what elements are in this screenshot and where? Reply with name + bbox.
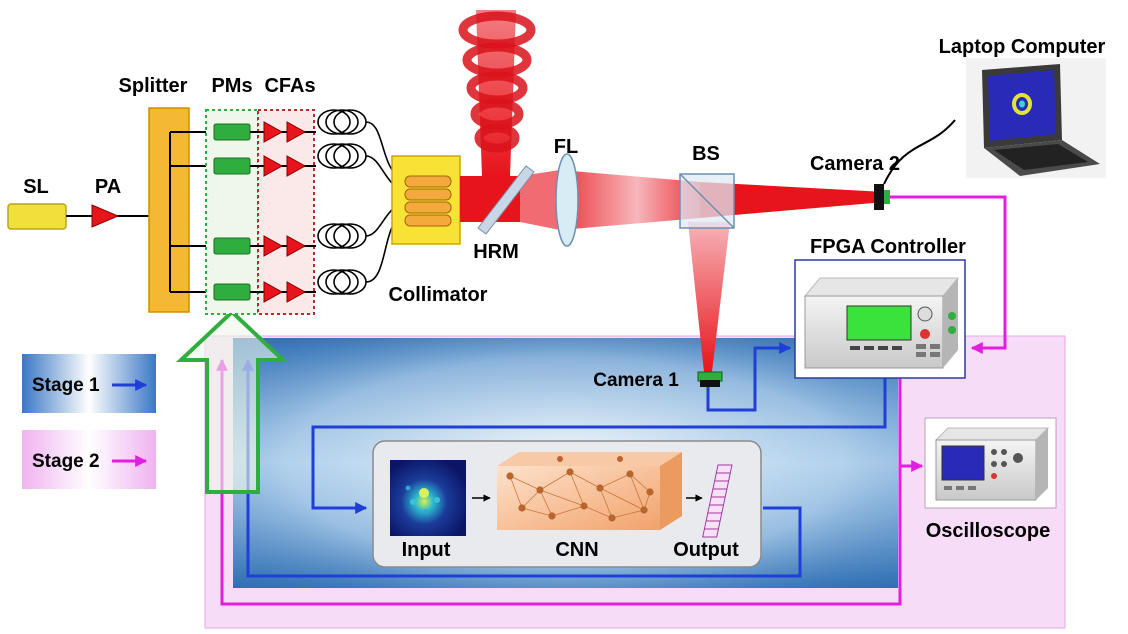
laptop-icon bbox=[966, 58, 1106, 178]
stage1-signal-path bbox=[242, 342, 887, 578]
input-label: Input bbox=[402, 539, 451, 561]
camera1-label: Camera 1 bbox=[593, 370, 679, 391]
cnn-panel: Input CNN Output bbox=[372, 440, 762, 568]
cnn-network-icon bbox=[497, 452, 682, 530]
splitter-label: Splitter bbox=[119, 75, 188, 97]
oscilloscope-label: Oscilloscope bbox=[926, 520, 1051, 542]
collimator bbox=[391, 155, 461, 245]
hrm-mirror bbox=[477, 165, 535, 235]
hrm-label: HRM bbox=[473, 241, 519, 263]
legend-stage2-label: Stage 2 bbox=[32, 451, 100, 472]
fpga-label: FPGA Controller bbox=[810, 236, 966, 258]
preamp-triangle bbox=[91, 204, 120, 228]
fiber-amplifiers bbox=[250, 109, 316, 315]
legend-stage2: Stage 2 bbox=[22, 430, 156, 489]
vortex-helix-icon bbox=[458, 11, 536, 153]
collimator-label: Collimator bbox=[389, 284, 488, 306]
output-vector-icon bbox=[702, 464, 733, 538]
oscilloscope-icon bbox=[924, 417, 1057, 509]
camera2-device bbox=[874, 184, 890, 210]
feedback-arrow bbox=[175, 309, 289, 494]
cnn-label: CNN bbox=[555, 539, 598, 561]
sl-label: SL bbox=[23, 176, 49, 198]
pa-label: PA bbox=[95, 176, 121, 198]
camera1-device bbox=[697, 371, 723, 387]
seed-laser bbox=[7, 203, 67, 230]
fiber-coils bbox=[317, 109, 403, 295]
input-speckle-image bbox=[390, 460, 466, 536]
focusing-lens bbox=[555, 153, 579, 247]
fl-label: FL bbox=[554, 136, 578, 158]
camera2-cable bbox=[883, 119, 956, 185]
camera2-label: Camera 2 bbox=[810, 153, 900, 175]
bs-label: BS bbox=[692, 143, 720, 165]
beam-splitter bbox=[679, 173, 735, 229]
phase-modulators bbox=[205, 109, 259, 315]
splitter bbox=[148, 107, 214, 313]
legend-stage1: Stage 1 bbox=[22, 354, 156, 413]
cfas-label: CFAs bbox=[264, 75, 315, 97]
fpga-controller-icon bbox=[794, 259, 966, 379]
laptop-label: Laptop Computer bbox=[939, 36, 1106, 58]
pms-label: PMs bbox=[211, 75, 252, 97]
output-label: Output bbox=[673, 539, 739, 561]
legend-stage1-label: Stage 1 bbox=[32, 375, 100, 396]
